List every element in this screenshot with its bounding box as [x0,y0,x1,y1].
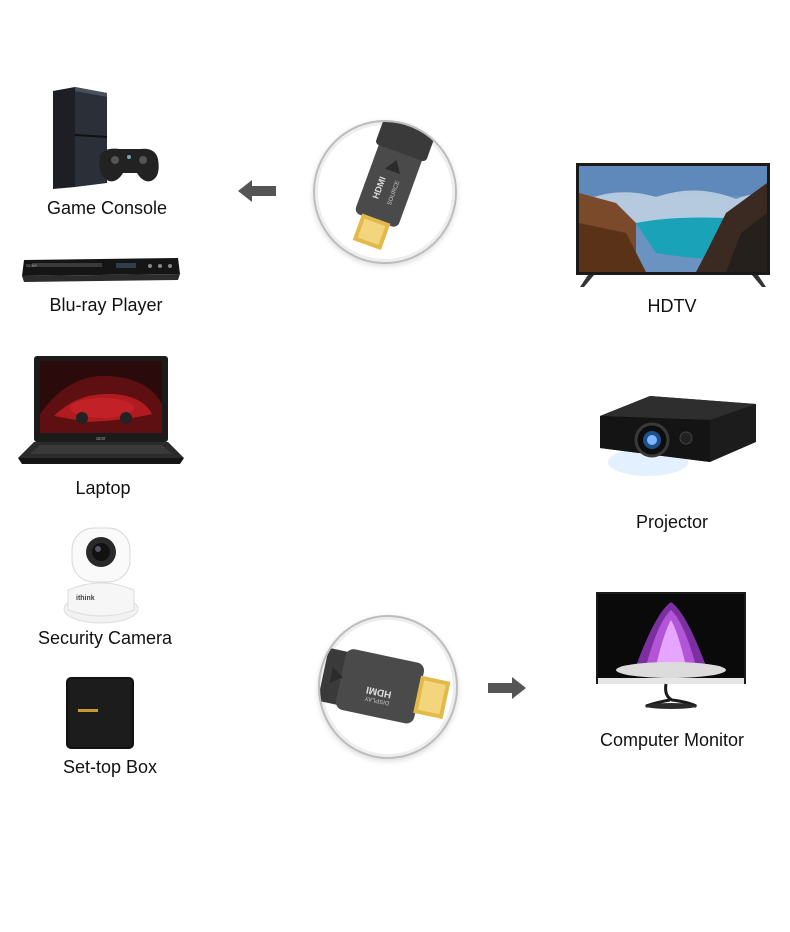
bluray-player-icon: SONY [22,258,180,282]
hdtv-label: HDTV [647,296,697,316]
laptop-brand-mark: acer [96,436,106,442]
projector-icon [600,396,756,476]
security-camera-label: Security Camera [37,628,173,648]
hdmi-display-subtext: DISPLAY [364,694,390,705]
arrow-left-icon [238,180,276,202]
hdmi-display-plug-icon: HDMI DISPLAY [320,648,451,724]
game-console-label: Game Console [46,198,168,218]
computer-monitor-label: Computer Monitor [599,730,745,750]
bluray-player-label: Blu-ray Player [49,295,163,315]
hdmi-display-text: HDMI [365,684,392,700]
hdtv-icon [576,163,770,287]
laptop-label: Laptop [75,478,131,498]
hdmi-source-connector: HDMI SOURCE [313,120,457,264]
computer-monitor-icon [596,592,746,709]
arrow-right-icon [488,677,526,699]
projector-label: Projector [635,512,709,532]
settop-box-icon [66,677,134,749]
game-console-icon [53,87,159,189]
camera-brand-mark: ithink [76,595,95,602]
hdmi-source-plug-icon: HDMI SOURCE [352,122,435,251]
settop-box-label: Set-top Box [62,757,158,777]
bluray-brand-mark: SONY [26,263,38,268]
hdmi-display-connector: HDMI DISPLAY [318,615,458,759]
laptop-icon: acer [18,356,184,464]
security-camera-icon: ithink [63,527,139,624]
